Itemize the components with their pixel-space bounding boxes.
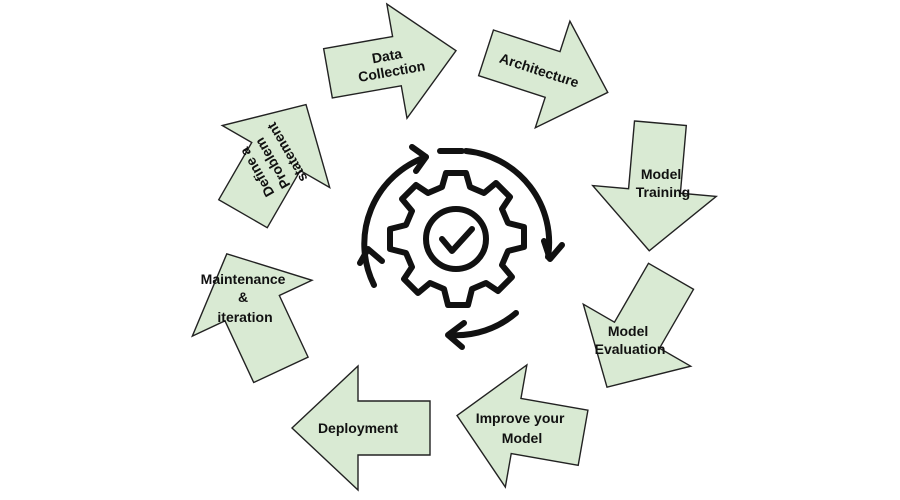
cycle-arc-left bbox=[361, 154, 429, 288]
step-arrow-architecture: Architecture bbox=[477, 19, 609, 130]
step-arrow-maintenance: Maintenance & iteration bbox=[190, 252, 314, 384]
cycle-arc-top-right bbox=[463, 148, 553, 260]
svg-text:Improve your Model: Improve your Model bbox=[476, 410, 569, 446]
step-label-line: Training bbox=[636, 184, 690, 200]
step-label-line: Evaluation bbox=[595, 341, 666, 357]
gear-check-cycle-icon bbox=[357, 144, 565, 350]
step-arrow-data-collection: Data Collection bbox=[322, 2, 458, 120]
step-label-line: Improve your bbox=[476, 410, 565, 426]
step-label-line: Maintenance bbox=[201, 271, 286, 287]
step-label-line: Data bbox=[371, 45, 404, 66]
step-arrow-deployment: Deployment bbox=[290, 364, 431, 492]
cycle-arrowhead bbox=[541, 238, 565, 262]
step-arrow-model-training: Model Training bbox=[591, 120, 719, 252]
step-label-line: Model bbox=[502, 430, 542, 446]
cycle-arrowhead bbox=[445, 320, 467, 350]
svg-text:Maintenance & iter: Maintenance & iteration bbox=[201, 271, 290, 325]
svg-text:Model Training: Model Training bbox=[636, 166, 690, 200]
gear-outline bbox=[387, 170, 527, 308]
check-mark-icon bbox=[439, 226, 475, 254]
cycle-arc-bottom bbox=[447, 310, 519, 339]
cycle-arrowhead bbox=[409, 144, 429, 174]
step-arrow-model-evaluation: Model Evaluation bbox=[582, 262, 695, 389]
step-arrow-improve-model: Improve your Model bbox=[456, 363, 589, 489]
step-label-line: Model bbox=[641, 166, 681, 182]
step-label-line: Deployment bbox=[318, 420, 398, 436]
svg-text:Deployment: Deployment bbox=[318, 420, 398, 436]
gear-inner-circle bbox=[423, 206, 489, 272]
step-label-line: & bbox=[238, 289, 248, 305]
svg-text:Model Evaluation: Model Evaluation bbox=[595, 323, 666, 357]
step-arrow-define-problem: Define a Problem statement bbox=[217, 103, 331, 229]
step-label-line: iteration bbox=[217, 309, 272, 325]
step-label-line: Model bbox=[608, 323, 648, 339]
cycle-arrowhead bbox=[357, 246, 385, 266]
